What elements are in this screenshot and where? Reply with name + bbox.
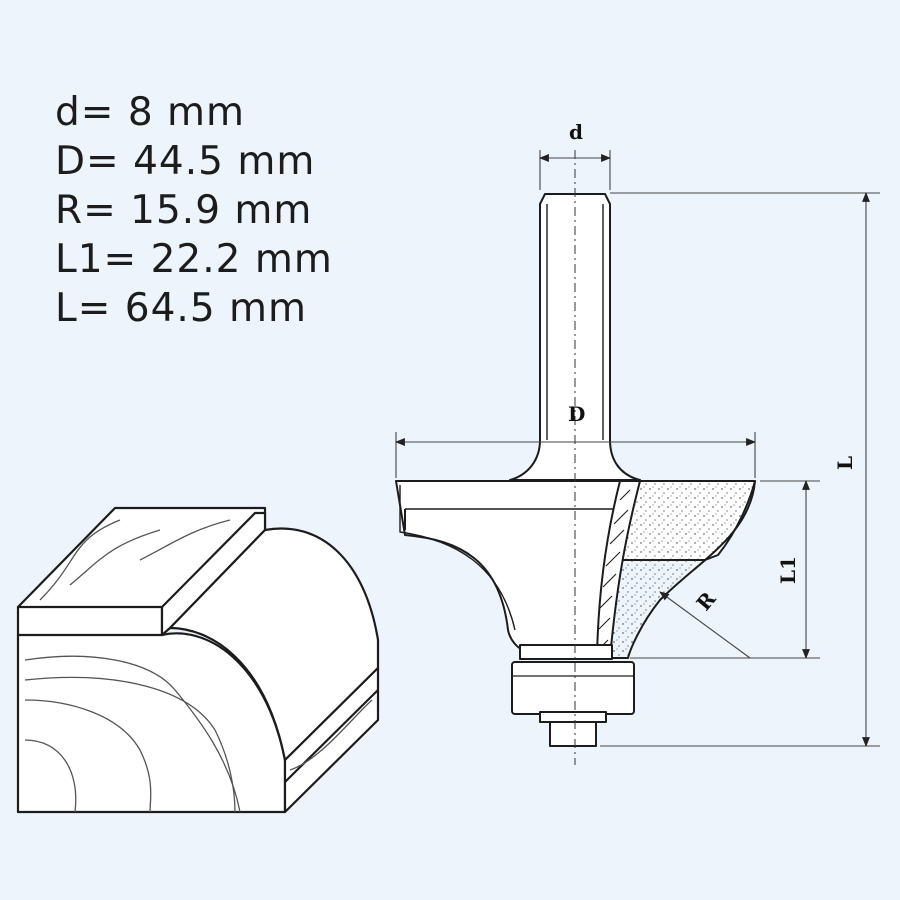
label-L: L (833, 456, 857, 470)
collar (519, 644, 613, 660)
spec-R: R= 15.9 mm (55, 188, 313, 233)
spec-d: d= 8 mm (55, 90, 246, 135)
spec-list: d= 8 mm D= 44.5 mm R= 15.9 mm L1= 22.2 m… (55, 88, 333, 333)
spec-L: L= 64.5 mm (55, 286, 308, 331)
label-L1: L1 (776, 556, 800, 584)
spec-L1: L1= 22.2 mm (55, 237, 333, 282)
bearing-screw (549, 721, 597, 747)
label-R: R (691, 587, 720, 615)
bearing (511, 661, 635, 715)
dimensions (395, 150, 880, 747)
bearing-washer (539, 711, 607, 723)
wood-round-profile (168, 527, 380, 762)
spec-D: D= 44.5 mm (55, 139, 316, 184)
wood-workpiece (16, 506, 380, 814)
wood-grain (24, 519, 373, 813)
label-d: d (569, 120, 583, 144)
label-D: D (568, 402, 585, 426)
wood-end-face (283, 666, 380, 814)
